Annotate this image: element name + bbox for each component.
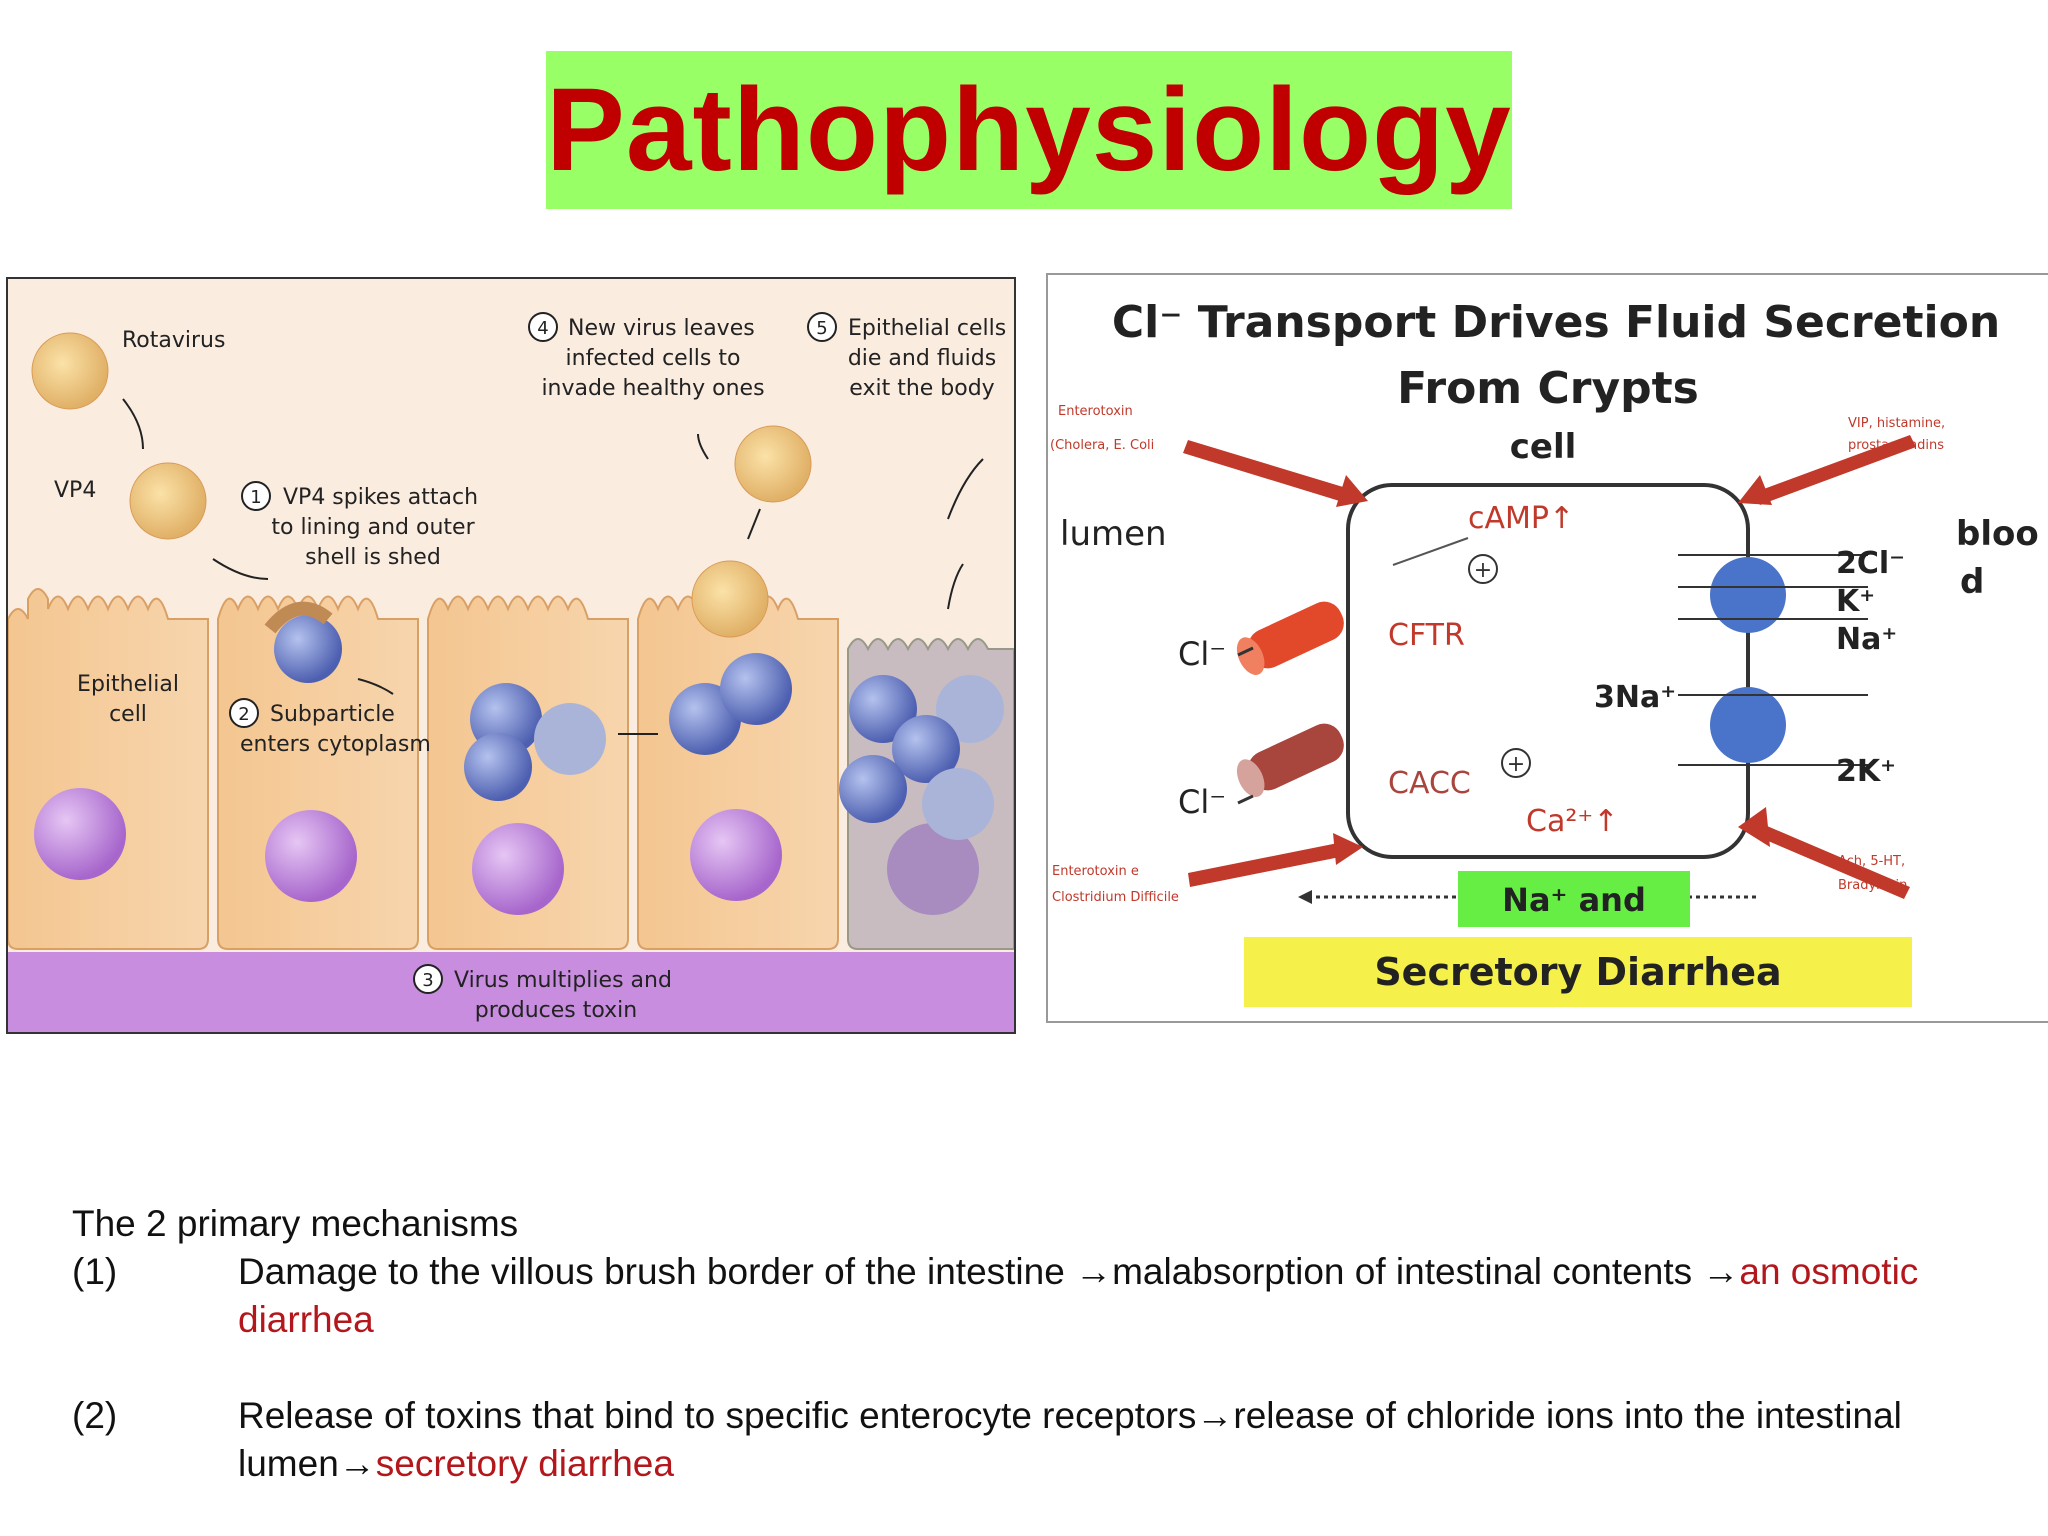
na-k-pump <box>1710 687 1786 763</box>
step2-line2: enters cytoplasm <box>240 732 431 757</box>
mechanism-2-highlight: secretory diarrhea <box>375 1443 674 1484</box>
mechanism-2-body: Release of toxins that bind to specific … <box>238 1392 2002 1488</box>
cacc-label: CACC <box>1388 766 1471 801</box>
step1-circle <box>241 481 271 511</box>
mechanism-1-number: (1) <box>72 1251 118 1292</box>
page-title: Pathophysiology <box>546 64 1512 196</box>
epithelial-cell-label-2: cell <box>109 702 147 727</box>
step3-line1: Virus multiplies and <box>454 968 672 993</box>
step2-number: 2 <box>238 704 249 725</box>
stimulus-bottom-left-1: Enterotoxin e <box>1052 864 1139 879</box>
mechanism-2-number: (2) <box>72 1395 118 1436</box>
step2-line1: Subparticle <box>270 702 395 727</box>
plus-cftr <box>1468 554 1498 584</box>
cacc-channel <box>1236 723 1344 797</box>
cotransporter <box>1710 557 1786 633</box>
vp4-label: VP4 <box>54 478 96 503</box>
rotavirus-label: Rotavirus <box>122 328 225 353</box>
secretory-label: Secretory Diarrhea <box>1374 950 1781 994</box>
ion-2k: 2K⁺ <box>1836 754 1896 789</box>
title-banner: Pathophysiology <box>546 51 1512 209</box>
mechanism-1-highlight: an osmotic diarrhea <box>238 1251 1919 1340</box>
mechanisms-heading: The 2 primary mechanisms <box>72 1203 519 1244</box>
nucleus-2 <box>265 810 357 902</box>
step5-line3: exit the body <box>849 376 994 401</box>
nucleus-1 <box>34 788 126 880</box>
mechanism-1-text: Damage to the villous brush border of th… <box>238 1251 1740 1292</box>
nucleus-3 <box>472 823 564 915</box>
lumen-label: lumen <box>1060 514 1167 554</box>
calcium-label: Ca²⁺↑ <box>1526 804 1618 839</box>
figure-title-line1: Cl⁻ Transport Drives Fluid Secretion <box>1112 297 2000 348</box>
step1-line1: VP4 spikes attach <box>283 485 478 510</box>
stimulus-bottom-left-2: Clostridium Difficile <box>1052 890 1179 905</box>
mechanism-1-body: Damage to the villous brush border of th… <box>238 1248 2002 1344</box>
plus-cacc-label: + <box>1507 752 1525 777</box>
mechanism-item-2: (2) Release of toxins that bind to speci… <box>72 1392 2002 1488</box>
ion-2cl: 2Cl⁻ <box>1836 546 1905 581</box>
ion-arrows <box>1678 554 1868 766</box>
blood-label-2: d <box>1960 562 1984 602</box>
step3-line2: produces toxin <box>475 998 637 1023</box>
figure-title-line2: From Crypts <box>1397 363 1699 414</box>
step4-circle <box>528 312 558 342</box>
step4-line3: invade healthy ones <box>541 376 764 401</box>
cftr-label: CFTR <box>1388 618 1465 653</box>
chloride-transport-figure: Cl⁻ Transport Drives Fluid Secretion Fro… <box>1046 273 2048 1023</box>
step4-line1: New virus leaves <box>568 316 755 341</box>
secretory-box <box>1244 937 1912 1007</box>
plus-cftr-label: + <box>1474 558 1492 583</box>
na-and-box <box>1458 871 1690 927</box>
cell-label: cell <box>1510 427 1577 467</box>
step2-circle <box>229 698 259 728</box>
cl-label-1: Cl⁻ <box>1178 635 1226 673</box>
step1-line3: shell is shed <box>305 545 441 570</box>
plus-cacc <box>1501 748 1531 778</box>
step4-number: 4 <box>537 318 548 339</box>
mechanism-item-1: (1) Damage to the villous brush border o… <box>72 1248 2002 1344</box>
mechanism-2-text: Release of toxins that bind to specific … <box>238 1395 1902 1484</box>
basement-membrane <box>8 952 1014 1032</box>
nucleus-5 <box>887 823 979 915</box>
stimulus-arrows <box>1183 435 1916 899</box>
step3-circle <box>413 964 443 994</box>
rotavirus-figure: Rotavirus VP4 Epithelial cell 1 VP4 spik… <box>6 277 1016 1034</box>
step5-circle <box>807 312 837 342</box>
stimulus-top-left-1: Enterotoxin <box>1058 404 1133 419</box>
ion-k: K⁺ <box>1836 584 1875 619</box>
blood-label-1: bloo <box>1956 514 2039 554</box>
stimulus-top-right-1: VIP, histamine, <box>1848 416 1945 431</box>
step5-line1: Epithelial cells <box>848 316 1006 341</box>
rotavirus-diagram: Rotavirus VP4 Epithelial cell 1 VP4 spik… <box>8 312 1014 1032</box>
flow-arrows <box>122 398 984 735</box>
step1-line2: to lining and outer <box>271 515 475 540</box>
step5-number: 5 <box>816 318 827 339</box>
chloride-transport-diagram: Cl⁻ Transport Drives Fluid Secretion Fro… <box>1050 297 2039 1007</box>
step1-number: 1 <box>250 487 261 508</box>
cftr-channel <box>1236 601 1344 675</box>
stimulus-bottom-right-1: Ach, 5-HT, <box>1838 854 1905 869</box>
step4-line2: infected cells to <box>566 346 741 371</box>
camp-label: cAMP↑ <box>1468 501 1574 536</box>
ion-na: Na⁺ <box>1836 622 1897 657</box>
stimulus-bottom-right-2: Bradykinin <box>1838 878 1907 893</box>
na-and-label: Na⁺ and <box>1502 881 1646 919</box>
nucleus-4 <box>690 809 782 901</box>
step3-number: 3 <box>422 970 433 991</box>
stimulus-top-left-2: (Cholera, E. Coli <box>1050 438 1154 453</box>
stimulus-top-right-2: prostaglandins <box>1848 438 1944 453</box>
epithelial-cell-label-1: Epithelial <box>77 672 179 697</box>
mechanisms-text: The 2 primary mechanisms (1) Damage to t… <box>72 1200 2002 1488</box>
rotavirus-particles <box>31 332 812 638</box>
cl-label-2: Cl⁻ <box>1178 783 1226 821</box>
cell-membrane <box>1346 483 1750 859</box>
step5-line2: die and fluids <box>848 346 996 371</box>
ion-3na: 3Na⁺ <box>1594 680 1676 715</box>
subparticles <box>274 615 1004 840</box>
